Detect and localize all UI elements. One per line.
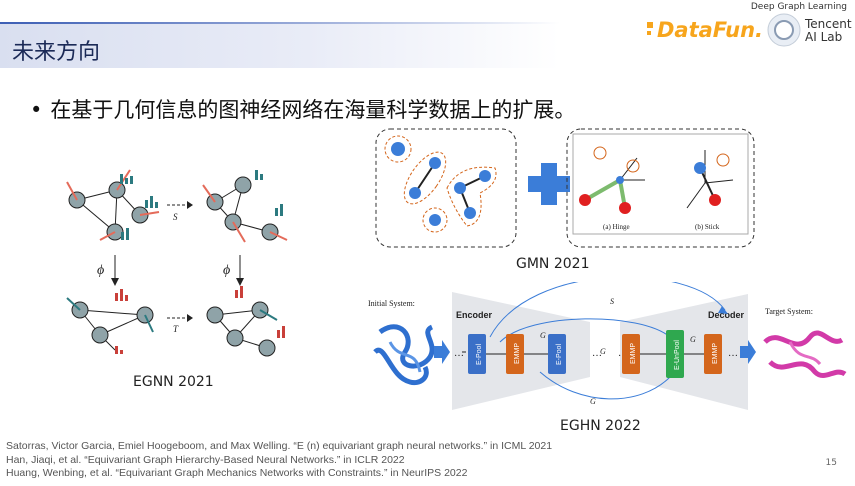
- reference-item: Huang, Wenbing, et al. “Equivariant Grap…: [6, 467, 468, 479]
- eghn-block-emmp-1: EMMP: [506, 334, 524, 374]
- egnn-graph-bottom-left: [66, 289, 154, 354]
- eghn-block-text-2: EMMP: [514, 343, 521, 364]
- egnn-figure: S ϕ ϕ: [55, 160, 305, 374]
- egnn-sg-label: S: [173, 212, 178, 222]
- eghn-block-text-1: E-Pool: [476, 344, 483, 365]
- reference-item: Satorras, Victor Garcia, Emiel Hoogeboom…: [6, 440, 553, 452]
- header-caption: Deep Graph Learning: [750, 2, 847, 12]
- tencent-logo-icon: [766, 12, 802, 52]
- eghn-block-eunpool: E-UnPool: [666, 330, 684, 378]
- eghn-block-emmp-3: EMMP: [704, 334, 722, 374]
- egnn-graph-bottom-right: [206, 286, 285, 357]
- eghn-block-text-4: EMMP: [630, 343, 637, 364]
- datafun-logo-text: DataFun.: [657, 18, 763, 42]
- eghn-block-text-3: E-Pool: [556, 344, 563, 365]
- eghn-g2-label: G: [600, 347, 606, 356]
- eghn-caption: EGHN 2022: [560, 418, 641, 434]
- slide-title: 未来方向: [12, 40, 101, 65]
- svg-text:…: …: [592, 348, 602, 359]
- eghn-block-emmp-2: EMMP: [622, 334, 640, 374]
- gmn-figure: (a) Hinge (b) Stick: [375, 128, 755, 254]
- datafun-logo: DataFun.: [645, 14, 763, 48]
- eghn-block-epool-1: E-Pool: [468, 334, 486, 374]
- eghn-s-label: S: [610, 297, 614, 306]
- eghn-initial-label: Initial System:: [368, 299, 415, 308]
- eghn-block-text-5: E-UnPool: [674, 340, 681, 370]
- tencent-line2: AI Lab: [805, 30, 843, 44]
- egnn-graph-top-right: [202, 170, 288, 243]
- initial-protein: [373, 324, 435, 386]
- bullet-dot: •: [30, 98, 43, 122]
- eghn-figure: Initial System: Target System: Encoder D…: [360, 276, 855, 418]
- tencent-line1: Tencent: [805, 17, 852, 31]
- decoder-label: Decoder: [708, 310, 745, 320]
- eghn-target-label: Target System:: [765, 307, 813, 316]
- gmn-stick-label: (b) Stick: [695, 223, 720, 231]
- egnn-phi-right: ϕ: [223, 263, 230, 278]
- gmn-stick: (b) Stick: [686, 150, 734, 231]
- bullet-text: 在基于几何信息的图神经网络在海量科学数据上的扩展。: [50, 98, 576, 122]
- eghn-block-text-6: EMMP: [712, 343, 719, 364]
- tencent-logo-text: Tencent AI Lab: [805, 18, 852, 44]
- reference-item: Han, Jiaqi, et al. “Equivariant Graph Hi…: [6, 453, 405, 466]
- gmn-caption: GMN 2021: [516, 256, 590, 272]
- gmn-hinge: (a) Hinge: [579, 146, 645, 231]
- egnn-caption: EGNN 2021: [133, 374, 214, 390]
- eghn-g4-label: G: [590, 397, 596, 406]
- gmn-hinge-label: (a) Hinge: [603, 223, 630, 231]
- bullet-point: • 在基于几何信息的图神经网络在海量科学数据上的扩展。: [30, 94, 575, 124]
- title-bar: [0, 22, 560, 68]
- egnn-phi-left: ϕ: [97, 263, 104, 278]
- eghn-block-epool-2: E-Pool: [548, 334, 566, 374]
- page-number: 15: [825, 458, 837, 468]
- svg-text:…: …: [454, 348, 464, 359]
- encoder-label: Encoder: [456, 310, 493, 320]
- eghn-g1-label: G: [540, 331, 546, 340]
- target-protein: [763, 330, 847, 379]
- egnn-graph-top-left: [66, 169, 160, 241]
- references: Satorras, Victor Garcia, Emiel Hoogeboom…: [6, 440, 552, 481]
- eghn-g3-label: G: [690, 335, 696, 344]
- egnn-tg-label: T: [173, 324, 179, 334]
- svg-text:…: …: [728, 348, 738, 359]
